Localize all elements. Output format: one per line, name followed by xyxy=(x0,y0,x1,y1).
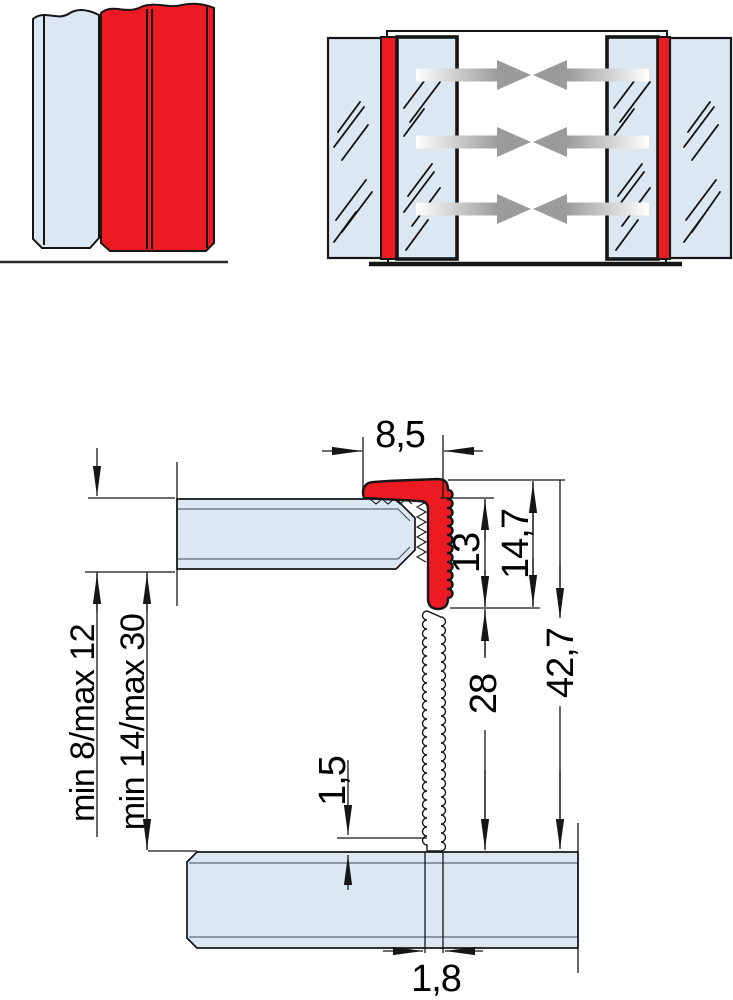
grip-teeth-vertical xyxy=(415,501,428,563)
closing-direction-arrows xyxy=(416,60,649,224)
fixed-panel-bands xyxy=(189,862,578,938)
seal-profile-section xyxy=(361,477,454,611)
seal-strip-left xyxy=(380,36,398,260)
extension-lines xyxy=(85,435,565,953)
dim-label-grip-height: 13 xyxy=(446,533,488,573)
seal-fold-lines xyxy=(146,7,208,249)
dim-label-total-height: 42,7 xyxy=(540,628,582,698)
glass-edge-bands xyxy=(177,508,411,560)
top-track xyxy=(386,30,668,40)
dim-label-brush-width: 1,8 xyxy=(411,958,461,1000)
door-closing-schematic xyxy=(326,30,733,267)
arrow-row-3-icon xyxy=(416,194,649,224)
arrow-row-2-icon xyxy=(416,127,649,157)
profile-product-view xyxy=(0,2,228,264)
cross-section-drawing: 8,5 13 14,7 28 42,7 1,5 1,8 min 8/max 12… xyxy=(64,414,582,1000)
grip-channel xyxy=(416,500,428,567)
brush-seal xyxy=(421,610,447,852)
dim-label-clearance-range: min 14/max 30 xyxy=(114,614,152,831)
dim-label-profile-height: 14,7 xyxy=(495,509,537,579)
dim-label-top-width: 8,5 xyxy=(375,414,425,456)
red-seal-profile-piece xyxy=(100,2,215,252)
arrow-row-1-icon xyxy=(416,60,649,90)
dim-label-overlap: 1,5 xyxy=(312,756,354,806)
aluminium-profile-piece xyxy=(32,8,100,249)
seal-strip-right xyxy=(657,36,671,260)
dimension-arrows xyxy=(92,446,565,956)
glass-pane-outer-left xyxy=(326,36,384,260)
fixed-panel-section xyxy=(186,851,579,949)
dim-label-glass-thickness-range: min 8/max 12 xyxy=(64,624,102,822)
dim-label-brush-extension: 28 xyxy=(463,674,505,714)
glass-hatch-marks xyxy=(333,75,721,251)
